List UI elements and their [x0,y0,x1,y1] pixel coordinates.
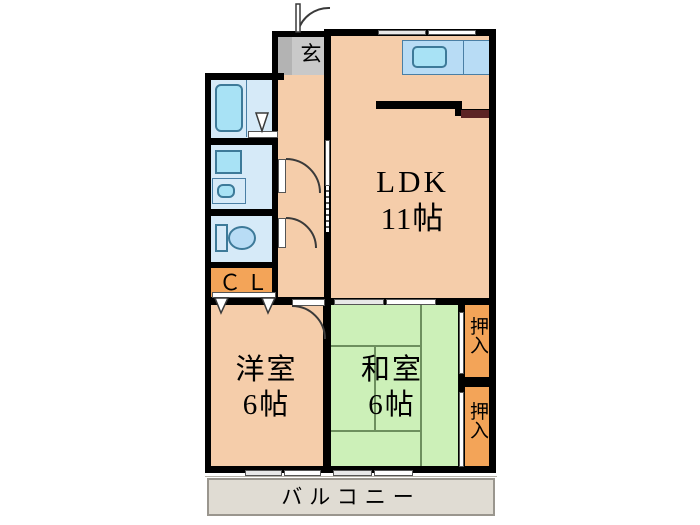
oshiire-upper-char1: 押 [469,317,489,338]
bathroom-inner-divider [246,80,247,137]
oshiire-lower-char2: 入 [469,421,489,442]
wall-washitsu-oshiire [458,305,465,472]
tatami-seam-1 [330,345,422,347]
cl-closet-door[interactable] [212,292,276,298]
balcony-outer-line [205,476,497,477]
oshiire-upper-door[interactable] [459,312,464,374]
youshitsu-label-line1: 洋室 [235,354,298,386]
toilet-bowl [228,226,256,250]
wall-youshitsu-washitsu [323,298,331,472]
wall-oshiire-middle [458,377,496,387]
balcony-label: バルコニー [281,485,421,509]
washing-machine-space [215,150,242,174]
washitsu-label-line1: 和室 [360,354,423,386]
oshiire-upper-char2: 入 [469,336,489,357]
washitsu-fusuma-left[interactable] [334,299,384,305]
tatami-seam-2 [330,430,422,432]
washitsu-balcony-window-left[interactable] [333,470,372,476]
cl-closet-label: ＣＬ [218,270,273,295]
washitsu-room [330,305,458,472]
oshiire-lower-char1: 押 [469,402,489,423]
oshiire-lower-door[interactable] [459,392,464,467]
wall-top-bath [205,73,284,80]
kitchen-counter-divider [463,40,464,75]
ldk-label-line2: 11帖 [380,201,445,236]
toilet-tank [215,224,228,252]
entrance-label: 玄 [300,42,322,66]
tatami-seam-3 [420,305,422,472]
ldk-sliding-door-track [326,186,329,232]
wall-bath-washroom [205,138,278,145]
bathtub [215,84,243,132]
balcony-area [207,478,495,516]
ldk-sliding-door-panel[interactable] [325,140,330,186]
wall-hall-wetzone [272,73,278,305]
ldk-partition-wall [376,101,462,109]
washroom-door-panel[interactable] [278,159,286,193]
wall-entrance-left [272,31,278,80]
kitchen-window-right[interactable] [428,30,476,35]
ldk-partition-wall-return [455,101,462,116]
bath-folding-door[interactable] [248,131,278,138]
washitsu-balcony-window-right[interactable] [374,470,413,476]
toilet-door-panel[interactable] [278,218,286,248]
tatami-seam-4 [374,345,376,431]
kitchen-sink [412,46,447,68]
ldk-label-line1: LDK [376,164,449,199]
entrance-shoe-box [278,37,292,75]
wall-top-entrance [272,31,330,37]
youshitsu-door-panel[interactable] [292,299,325,306]
ldk-room [330,35,495,298]
wall-right-outer [489,29,496,472]
wall-left-outer [205,73,211,472]
washitsu-label-line2: 6帖 [368,389,416,421]
wall-washroom-toilet [205,209,278,216]
kitchen-window-left[interactable] [378,30,426,35]
refrigerator-space [461,110,495,118]
youshitsu-balcony-window-right[interactable] [284,470,321,476]
oshiire-closet-upper-label: 押 入 [464,318,495,356]
youshitsu-balcony-window-left[interactable] [245,470,282,476]
washbasin-bowl [217,184,235,198]
wall-toilet-cl [205,262,278,268]
wall-bottom-outer [205,466,496,473]
washitsu-fusuma-right[interactable] [386,299,436,305]
oshiire-closet-lower-label: 押 入 [464,403,495,441]
entrance-door-swing [295,3,331,33]
youshitsu-label-line2: 6帖 [242,389,291,421]
